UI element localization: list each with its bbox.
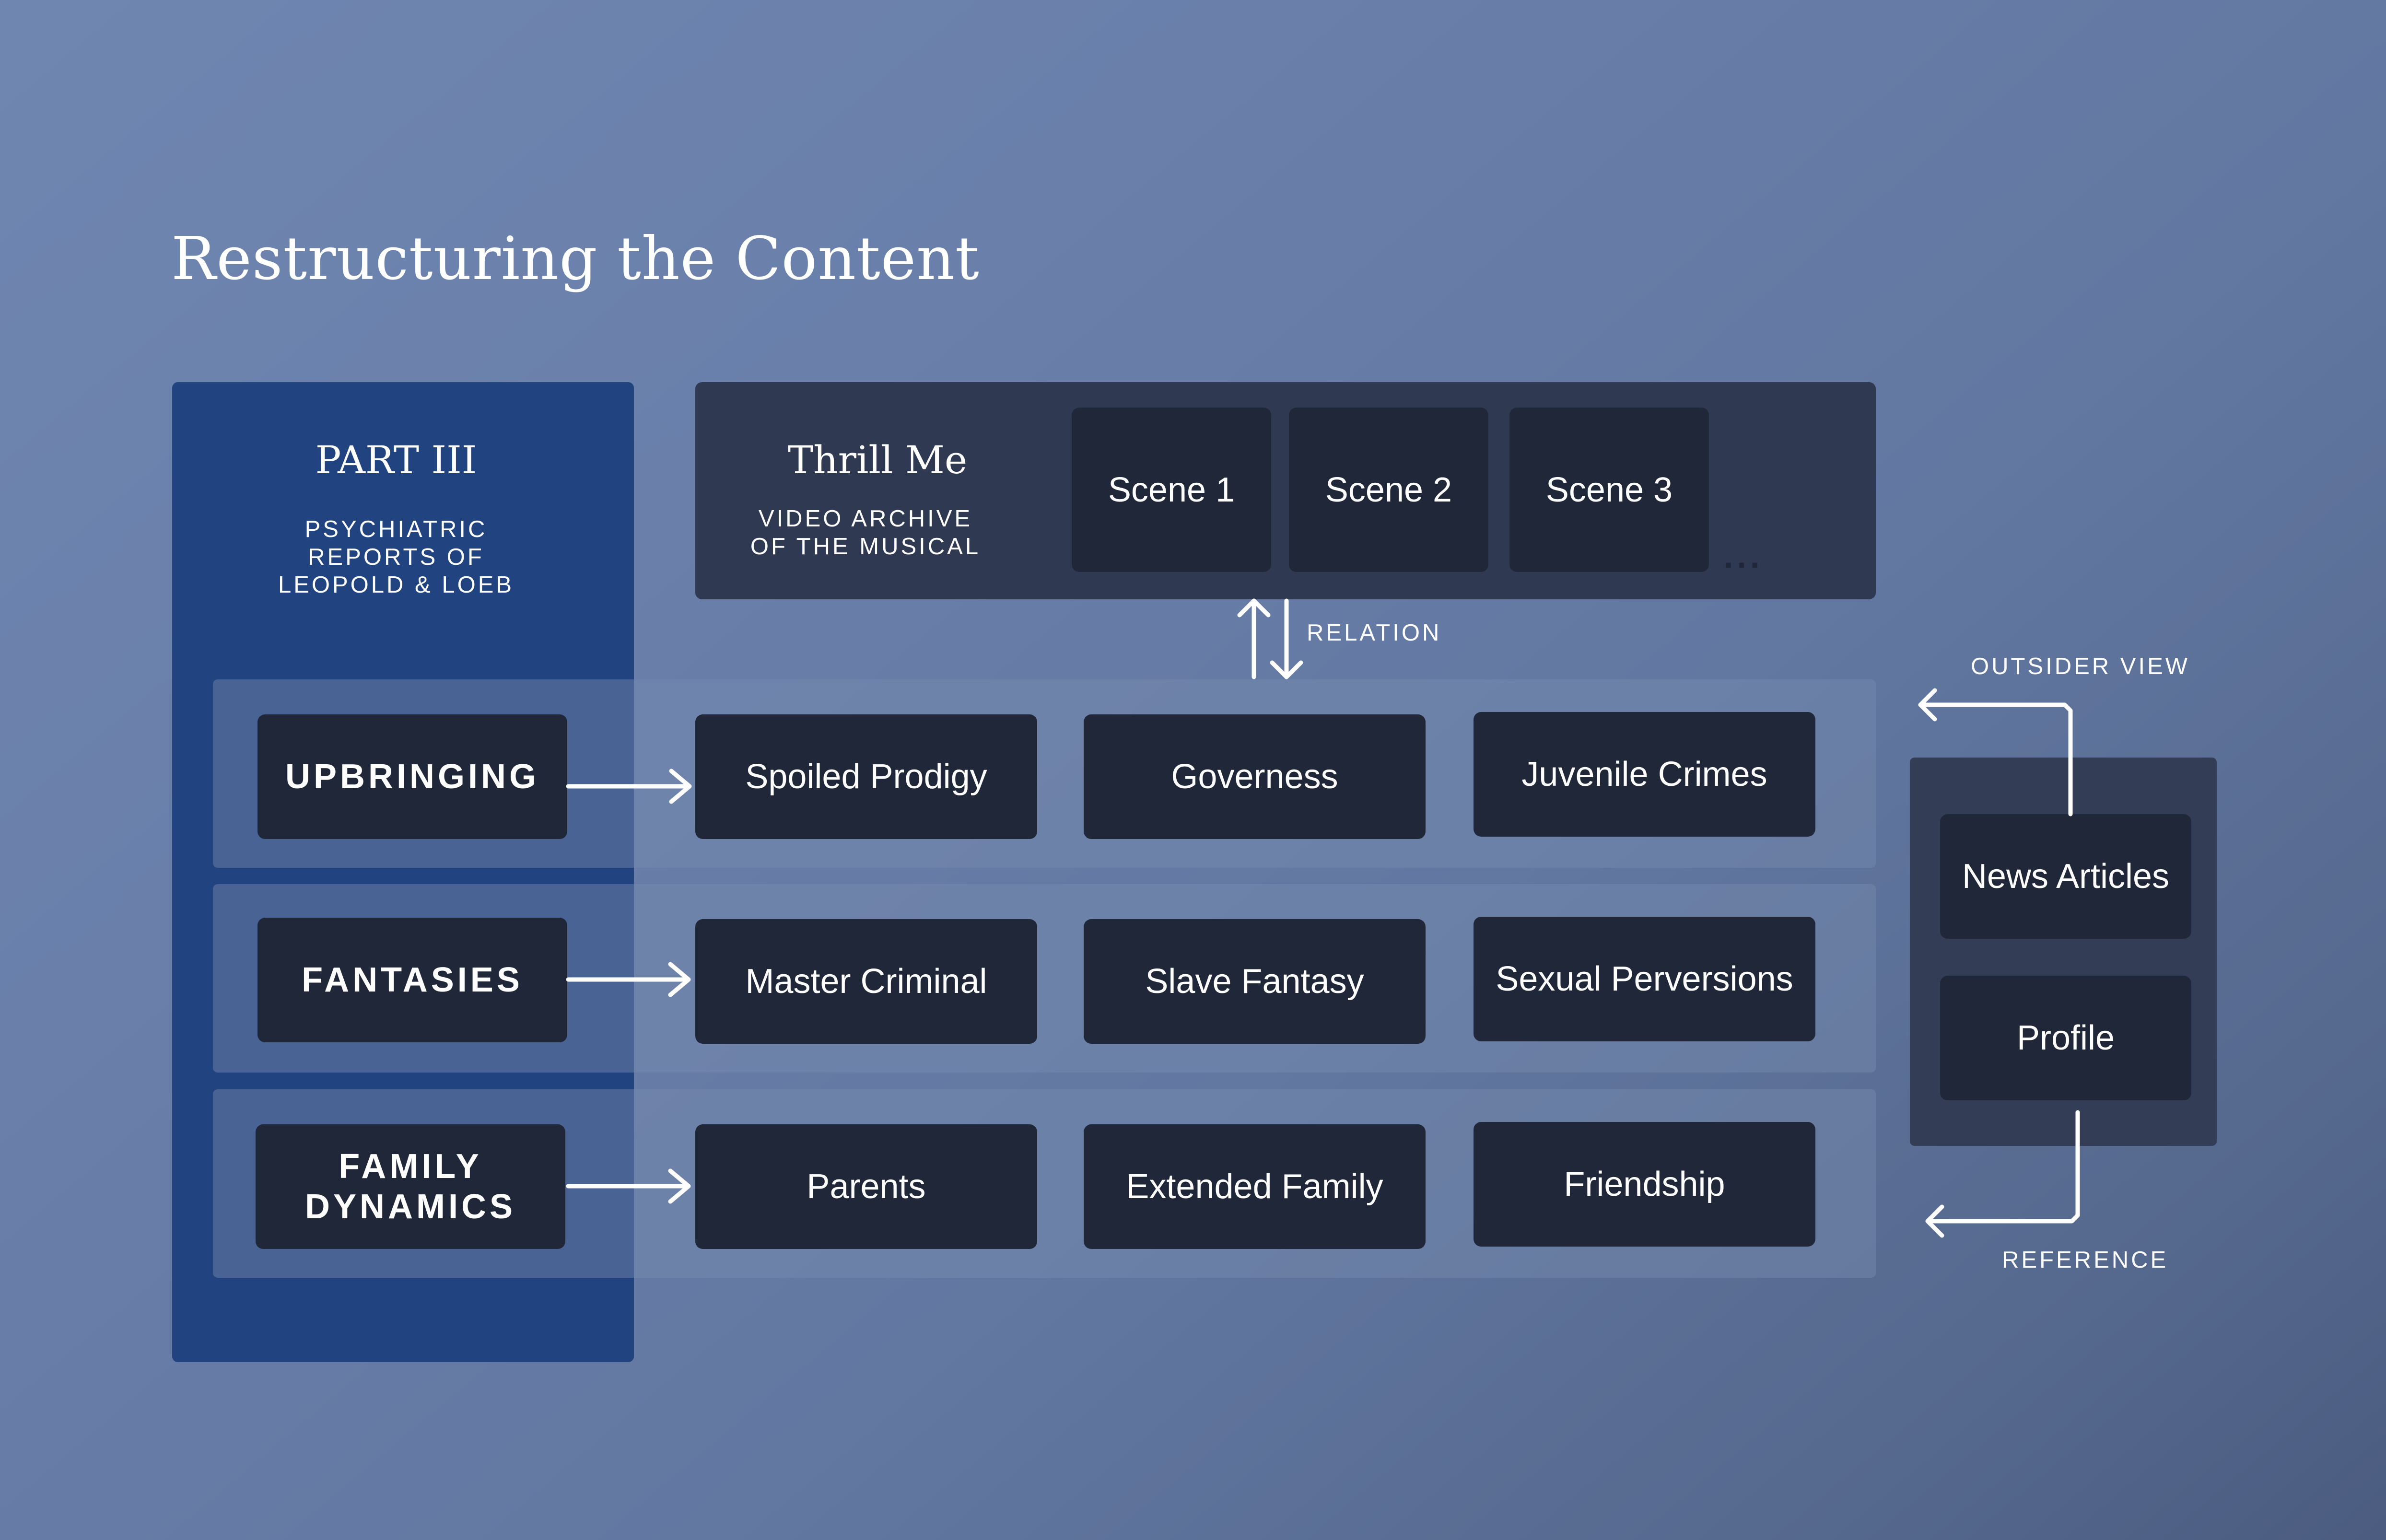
item-label: Sexual Perversions [1496,960,1793,998]
scene-box: Scene 1 [1072,408,1271,572]
item-box: Friendship [1474,1122,1815,1247]
relation-label: RELATION [1307,620,1442,646]
arrow-right-icon [566,769,692,804]
scene-box: Scene 3 [1509,408,1709,572]
item-box: Parents [695,1124,1037,1249]
item-label: Friendship [1564,1165,1725,1203]
item-label: Parents [807,1167,926,1206]
category-upbringing: UPBRINGING [257,714,567,839]
item-box: Juvenile Crimes [1474,712,1815,837]
item-label: Extended Family [1126,1167,1383,1206]
news-articles-box: News Articles [1940,814,2191,939]
category-fantasies: FANTASIES [257,918,567,1042]
part-title: PART III [315,438,477,482]
scene-box: Scene 2 [1289,408,1488,572]
item-label: Slave Fantasy [1145,962,1364,1001]
item-label: Juvenile Crimes [1521,755,1767,793]
item-label: News Articles [1962,857,2170,896]
item-box: Sexual Perversions [1474,917,1815,1041]
arrow-right-icon [566,1168,691,1204]
item-box: Master Criminal [695,919,1037,1044]
reference-arrow-icon [1925,1110,2080,1238]
item-label: Profile [2016,1019,2115,1057]
item-label: Spoiled Prodigy [745,758,987,796]
item-label: Master Criminal [745,962,987,1001]
item-label: Governess [1171,758,1338,796]
outsider-view-arrow-icon [1918,688,2073,817]
category-label: UPBRINGING [285,758,540,796]
category-label: FANTASIES [302,961,523,999]
item-box: Slave Fantasy [1084,919,1426,1044]
item-box: Extended Family [1084,1124,1426,1249]
item-box: Governess [1084,714,1426,839]
scene-label: Scene 2 [1325,470,1452,509]
reference-label: REFERENCE [2002,1247,2169,1273]
page-title: Restructuring the Content [171,224,980,293]
video-archive-subtitle: VIDEO ARCHIVE OF THE MUSICAL [750,506,981,560]
profile-box: Profile [1940,976,2191,1100]
item-box: Spoiled Prodigy [695,714,1037,839]
relation-arrows-icon [1237,598,1303,679]
category-family-dynamics: FAMILY DYNAMICS [256,1124,565,1249]
scene-label: Scene 3 [1545,470,1673,509]
part-subtitle: PSYCHIATRIC REPORTS OF LEOPOLD & LOEB [278,516,515,598]
category-label: FAMILY DYNAMICS [304,1147,516,1226]
video-archive-title: Thrill Me [787,438,968,482]
scene-label: Scene 1 [1108,470,1235,509]
outsider-view-label: OUTSIDER VIEW [1971,653,2190,679]
arrow-right-icon [566,962,691,997]
